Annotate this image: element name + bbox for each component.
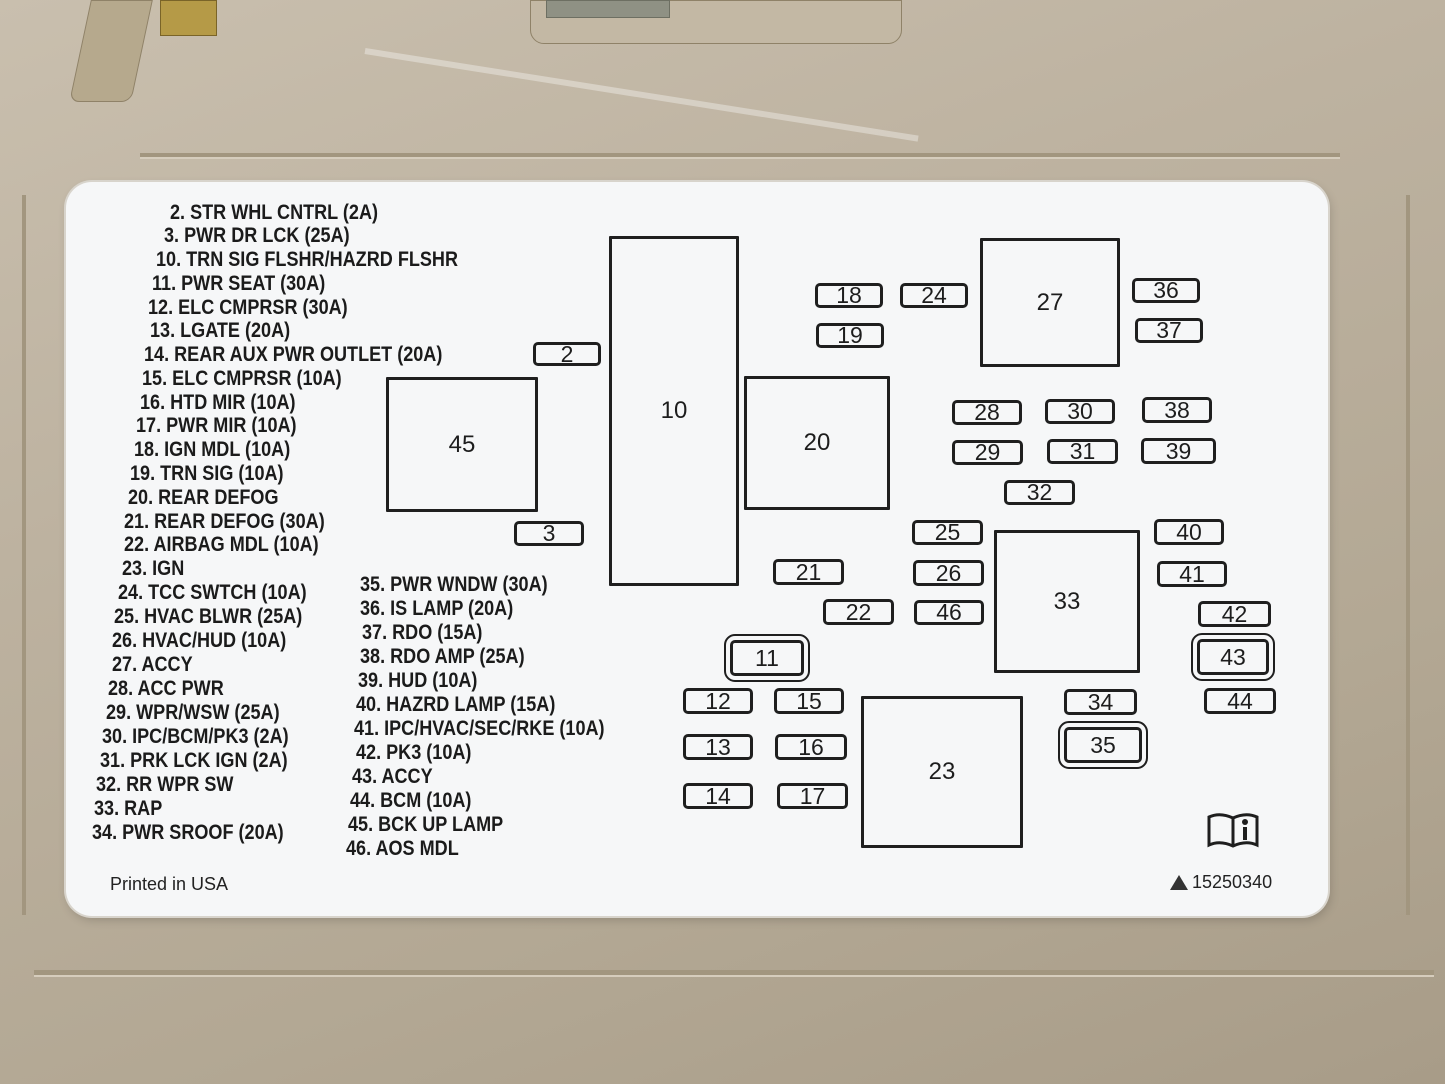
fuse-22: 22 xyxy=(823,599,894,625)
housing-latch-inner xyxy=(546,0,670,18)
fuse-32: 32 xyxy=(1004,479,1075,505)
fuse-35: 35 xyxy=(1058,721,1148,769)
info-book-icon xyxy=(1207,813,1259,848)
relay-27: 27 xyxy=(980,238,1120,367)
legend-entry: 43. ACCY xyxy=(352,765,433,788)
relay-10: 10 xyxy=(609,236,739,586)
legend-entry: 18. IGN MDL (10A) xyxy=(134,438,291,461)
legend-entry: 30. IPC/BCM/PK3 (2A) xyxy=(102,725,289,748)
legend-entry: 32. RR WPR SW xyxy=(96,773,234,796)
fuse-19: 19 xyxy=(816,322,884,348)
legend-entry: 2. STR WHL CNTRL (2A) xyxy=(170,201,379,224)
relay-23: 23 xyxy=(861,696,1023,848)
fuse-21: 21 xyxy=(773,559,844,585)
housing-clip-metal xyxy=(160,0,217,36)
legend-entry: 27. ACCY xyxy=(112,653,193,676)
fuse-25: 25 xyxy=(912,519,983,545)
fuse-13: 13 xyxy=(683,734,753,760)
fuse-39: 39 xyxy=(1141,438,1216,464)
fuse-24: 24 xyxy=(900,282,968,308)
fuse-38: 38 xyxy=(1142,397,1212,423)
legend-entry: 33. RAP xyxy=(94,797,163,820)
fuse-17: 17 xyxy=(777,783,848,809)
legend-entry: 29. WPR/WSW (25A) xyxy=(106,701,280,724)
plastic-glare xyxy=(364,48,919,142)
legend-entry: 39. HUD (10A) xyxy=(358,669,478,692)
legend-entry: 31. PRK LCK IGN (2A) xyxy=(100,749,288,772)
fuse-41: 41 xyxy=(1157,561,1227,587)
housing-ridge-right xyxy=(1406,195,1410,915)
legend-entry: 38. RDO AMP (25A) xyxy=(360,645,525,668)
legend-entry: 12. ELC CMPRSR (30A) xyxy=(148,296,348,319)
fuse-11: 11 xyxy=(724,634,810,682)
fuse-30: 30 xyxy=(1045,398,1115,424)
fuse-36: 36 xyxy=(1132,277,1200,303)
housing-ridge-bottom-highlight xyxy=(34,975,1434,977)
legend-entry: 25. HVAC BLWR (25A) xyxy=(114,605,303,628)
legend-entry: 36. IS LAMP (20A) xyxy=(360,597,514,620)
fuse-box-label: 2. STR WHL CNTRL (2A)3. PWR DR LCK (25A)… xyxy=(66,182,1328,916)
fuse-37: 37 xyxy=(1135,317,1203,343)
legend-entry: 45. BCK UP LAMP xyxy=(348,813,504,836)
housing-ridge-top-highlight xyxy=(140,157,1340,159)
fuse-14: 14 xyxy=(683,783,753,809)
relay-20: 20 xyxy=(744,376,890,510)
printed-in-usa: Printed in USA xyxy=(110,874,229,894)
legend-entry: 44. BCM (10A) xyxy=(350,789,472,812)
legend-entry: 41. IPC/HVAC/SEC/RKE (10A) xyxy=(354,717,605,740)
part-number: 15250340 xyxy=(1170,872,1272,893)
legend-entry: 40. HAZRD LAMP (15A) xyxy=(356,693,556,716)
legend-entry: 35. PWR WNDW (30A) xyxy=(360,573,548,596)
housing-ridge-bottom xyxy=(34,970,1434,975)
legend-entry: 14. REAR AUX PWR OUTLET (20A) xyxy=(144,343,443,366)
fuse-44: 44 xyxy=(1204,688,1276,714)
relay-45: 45 xyxy=(386,377,538,512)
fuse-3: 3 xyxy=(514,520,584,546)
legend-entry: 21. REAR DEFOG (30A) xyxy=(124,510,325,533)
fuse-26: 26 xyxy=(913,560,984,586)
fuse-18: 18 xyxy=(815,282,883,308)
legend-entry: 22. AIRBAG MDL (10A) xyxy=(124,533,319,556)
fuse-28: 28 xyxy=(952,399,1022,425)
fuse-16: 16 xyxy=(775,734,847,760)
legend-entry: 34. PWR SROOF (20A) xyxy=(92,821,284,844)
legend-entry: 37. RDO (15A) xyxy=(362,621,483,644)
fuse-2: 2 xyxy=(533,341,601,367)
fuse-31: 31 xyxy=(1047,438,1118,464)
legend-entry: 20. REAR DEFOG xyxy=(128,486,279,509)
fuse-12: 12 xyxy=(683,688,753,714)
legend-entry: 26. HVAC/HUD (10A) xyxy=(112,629,287,652)
legend-entry: 16. HTD MIR (10A) xyxy=(140,391,296,414)
legend-entry: 28. ACC PWR xyxy=(108,677,224,700)
fuse-42: 42 xyxy=(1198,601,1271,627)
legend-entry: 19. TRN SIG (10A) xyxy=(130,462,284,485)
fuse-40: 40 xyxy=(1154,519,1224,545)
fuse-34: 34 xyxy=(1064,689,1137,715)
legend-entry: 46. AOS MDL xyxy=(346,837,459,860)
housing-ridge-top xyxy=(140,153,1340,157)
relay-33: 33 xyxy=(994,530,1140,673)
legend-entry: 23. IGN xyxy=(122,557,185,580)
housing-ridge-left xyxy=(22,195,26,915)
legend-entry: 15. ELC CMPRSR (10A) xyxy=(142,367,342,390)
legend-entry: 42. PK3 (10A) xyxy=(356,741,472,764)
fuse-29: 29 xyxy=(952,439,1023,465)
fuse-legend: 2. STR WHL CNTRL (2A)3. PWR DR LCK (25A)… xyxy=(66,182,1328,916)
recycle-triangle-icon xyxy=(1170,875,1188,890)
legend-entry: 3. PWR DR LCK (25A) xyxy=(164,224,350,247)
legend-entry: 24. TCC SWTCH (10A) xyxy=(118,581,307,604)
fuse-15: 15 xyxy=(774,688,844,714)
fuse-43: 43 xyxy=(1191,633,1275,681)
legend-entry: 11. PWR SEAT (30A) xyxy=(152,272,326,295)
legend-entry: 13. LGATE (20A) xyxy=(150,319,291,342)
legend-entry: 17. PWR MIR (10A) xyxy=(136,414,297,437)
fuse-46: 46 xyxy=(914,599,984,625)
housing-clip-left xyxy=(69,0,153,102)
legend-entry: 10. TRN SIG FLSHR/HAZRD FLSHR xyxy=(156,248,459,271)
part-number-text: 15250340 xyxy=(1192,872,1273,892)
